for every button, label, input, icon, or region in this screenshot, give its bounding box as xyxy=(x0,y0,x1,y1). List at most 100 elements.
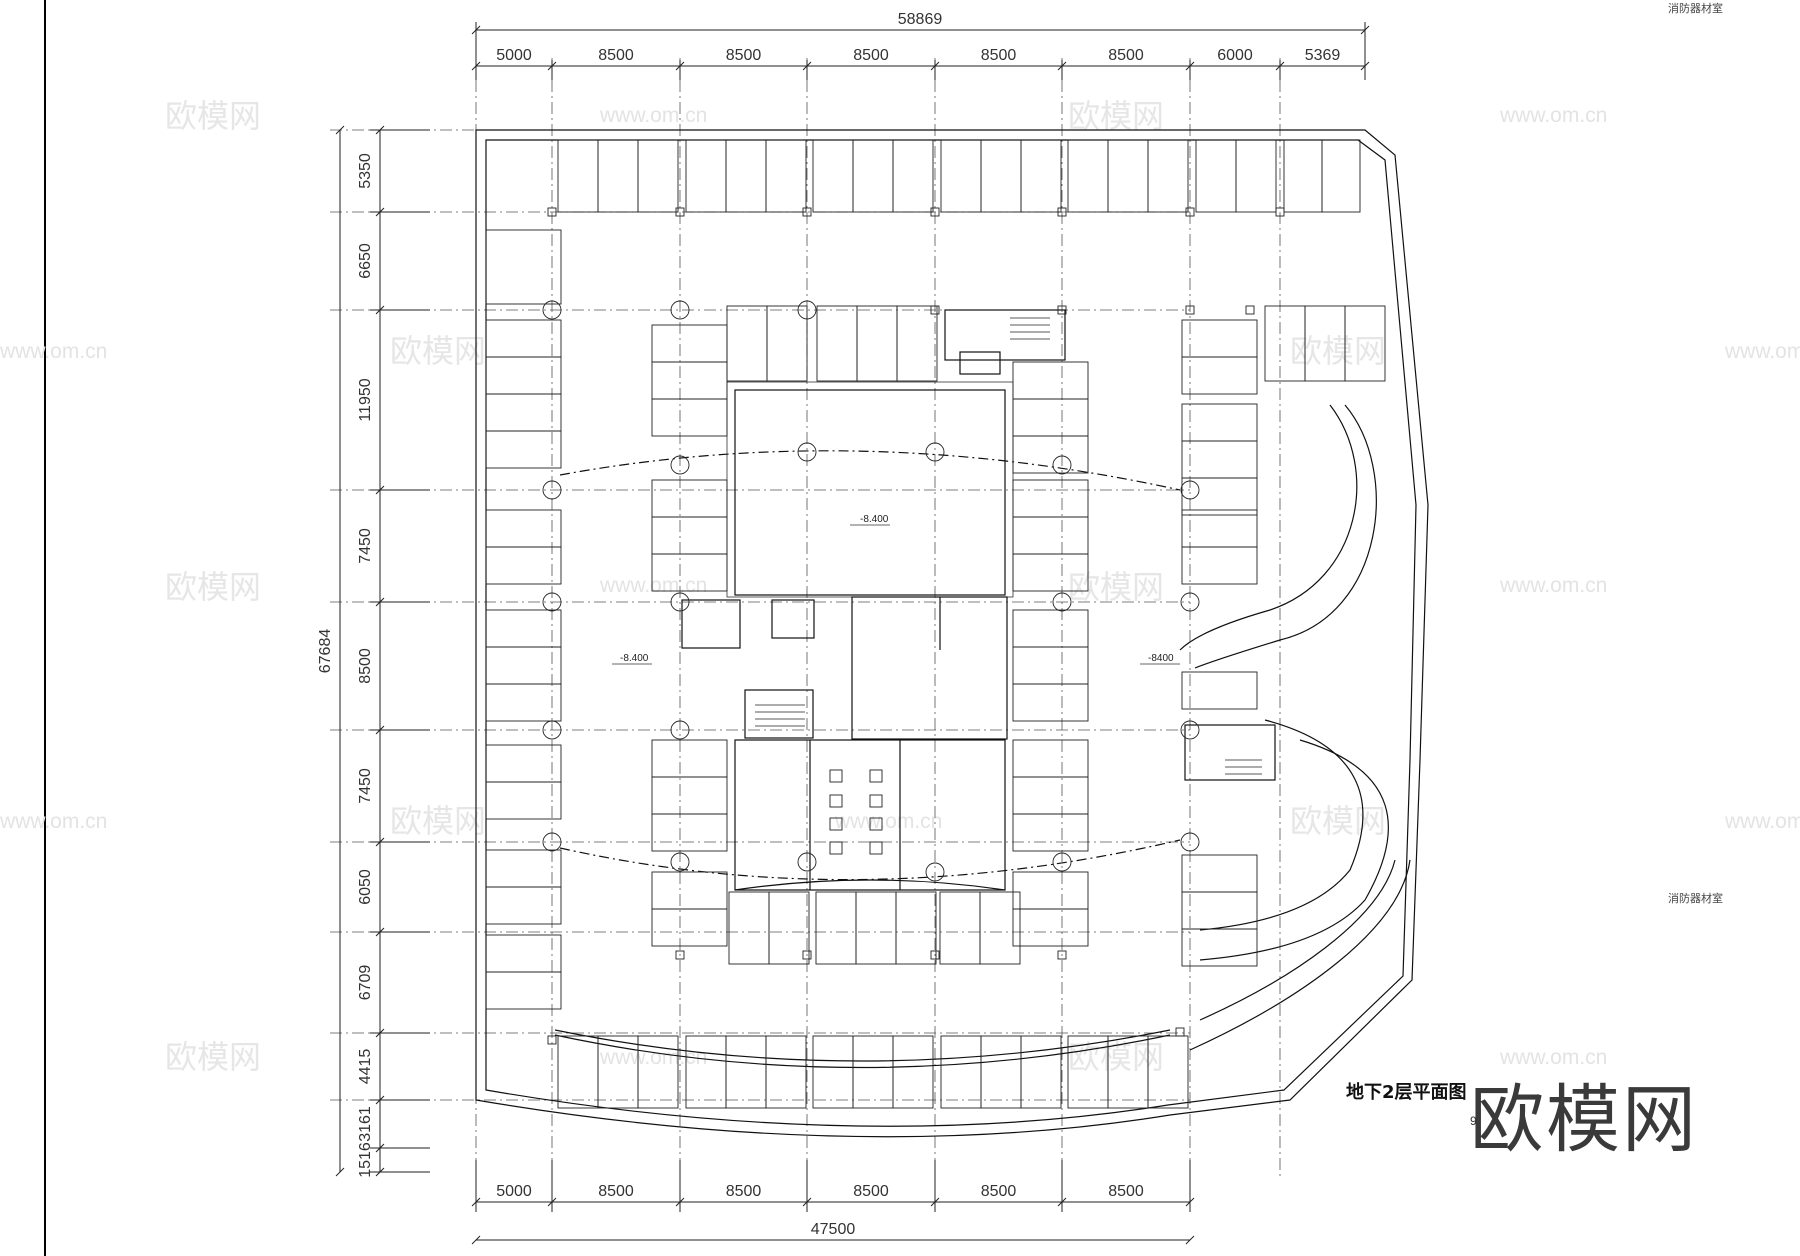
column-circle xyxy=(1180,832,1200,852)
parking-stall xyxy=(896,305,938,382)
drawing-scale: 9 xyxy=(1470,1114,1477,1128)
column-circle xyxy=(542,832,562,852)
column-square xyxy=(930,305,940,315)
level-text: -8400 xyxy=(1148,653,1174,664)
parking-stall xyxy=(651,908,728,947)
column-circle xyxy=(797,300,817,320)
dimension-label: 7450 xyxy=(357,768,374,804)
parking-stall xyxy=(812,1035,854,1109)
parking-stall xyxy=(816,305,858,382)
parking-stall xyxy=(1020,139,1062,213)
parking-stall xyxy=(651,361,728,400)
dimension-tick xyxy=(1185,1235,1195,1245)
watermark-url: www.om.cn xyxy=(1499,104,1607,127)
parking-stall xyxy=(1181,477,1258,516)
watermark-text: 欧模网 xyxy=(1068,568,1164,606)
parking-stall xyxy=(597,139,639,213)
watermark-url: www.om.cn xyxy=(1724,340,1800,363)
watermark-url: www.om.cn xyxy=(599,104,707,127)
parking-stall xyxy=(651,553,728,592)
dimension-label: 6000 xyxy=(1217,47,1253,64)
parking-stall xyxy=(1012,871,1089,910)
parking-stall xyxy=(1067,139,1109,213)
dimension-tick xyxy=(335,125,345,135)
parking-stall xyxy=(940,139,982,213)
parking-stall xyxy=(651,776,728,815)
dimension-label: 7450 xyxy=(357,528,374,564)
column-circle xyxy=(925,442,945,462)
parking-stall xyxy=(651,516,728,555)
parking-stall xyxy=(768,891,810,965)
dimension-label: 8500 xyxy=(598,1183,634,1200)
parking-stall xyxy=(1012,908,1089,947)
column-circle xyxy=(797,852,817,872)
dimension-tick xyxy=(471,1235,481,1245)
parking-stall xyxy=(485,546,562,585)
parking-stall xyxy=(1181,854,1258,893)
parking-stall xyxy=(852,139,894,213)
column-square xyxy=(675,207,685,217)
watermark-text: 欧模网 xyxy=(165,568,261,606)
column-circle xyxy=(670,720,690,740)
column-circle xyxy=(797,442,817,462)
parking-stall xyxy=(766,305,808,382)
column-circle xyxy=(542,592,562,612)
watermark-url: www.om.cn xyxy=(1499,1046,1607,1069)
parking-stall xyxy=(895,891,937,965)
parking-stall xyxy=(1012,776,1089,815)
parking-stall xyxy=(485,393,562,432)
parking-stall xyxy=(485,683,562,722)
watermark-text: 欧模网 xyxy=(390,332,486,370)
parking-stall xyxy=(651,739,728,778)
dimension-label: 8500 xyxy=(853,47,889,64)
level-text: -8.400 xyxy=(620,653,649,664)
dimension-label: 8500 xyxy=(726,1183,762,1200)
watermark-url: www.om.cn xyxy=(1724,810,1800,833)
parking-stall xyxy=(1107,139,1149,213)
parking-stall xyxy=(651,398,728,437)
dimension-label: 6650 xyxy=(357,243,374,279)
parking-stall xyxy=(765,139,807,213)
parking-stall xyxy=(980,1035,1022,1109)
parking-stall xyxy=(765,1035,807,1109)
dimension-label: 6050 xyxy=(357,869,374,905)
column-circle xyxy=(1180,480,1200,500)
parking-stall xyxy=(1181,403,1258,442)
room-note-right: 消防器材室 xyxy=(1668,892,1723,905)
parking-stall xyxy=(1012,609,1089,648)
axis-grid xyxy=(330,58,1281,1180)
parking-stall xyxy=(892,139,934,213)
site-logo: 欧模网 xyxy=(1470,1077,1698,1163)
parking-stall xyxy=(485,609,562,648)
column-circle xyxy=(1180,720,1200,740)
dimension-label: 8500 xyxy=(357,648,374,684)
watermark-url: www.om.cn xyxy=(1499,574,1607,597)
parking-stall xyxy=(1012,813,1089,852)
watermark-text: 欧模网 xyxy=(1068,97,1164,135)
level-mark-right: -8400 xyxy=(1140,653,1180,665)
parking-stall xyxy=(1012,553,1089,592)
parking-stall xyxy=(1012,516,1089,555)
watermark-url: www.om.cn xyxy=(0,810,107,833)
parking-stall xyxy=(1012,479,1089,518)
dimension-label: 8500 xyxy=(853,1183,889,1200)
parking-stall xyxy=(685,139,727,213)
watermark-text: 欧模网 xyxy=(1290,332,1386,370)
parking-stall xyxy=(1147,139,1189,213)
dimension-lines xyxy=(335,22,1370,1245)
parking-stall xyxy=(939,891,981,965)
column-circle xyxy=(1180,592,1200,612)
column-circle xyxy=(542,720,562,740)
parking-stall xyxy=(485,229,562,305)
parking-stall xyxy=(725,139,767,213)
parking-stall xyxy=(1195,139,1237,213)
parking-stall xyxy=(651,871,728,910)
parking-stall xyxy=(1181,319,1258,358)
dimension-label: 58869 xyxy=(898,11,943,28)
parking-stall xyxy=(557,1035,599,1109)
parking-stall xyxy=(852,1035,894,1109)
structural-columns xyxy=(542,207,1285,1045)
dimension-label: 6709 xyxy=(357,965,374,1001)
